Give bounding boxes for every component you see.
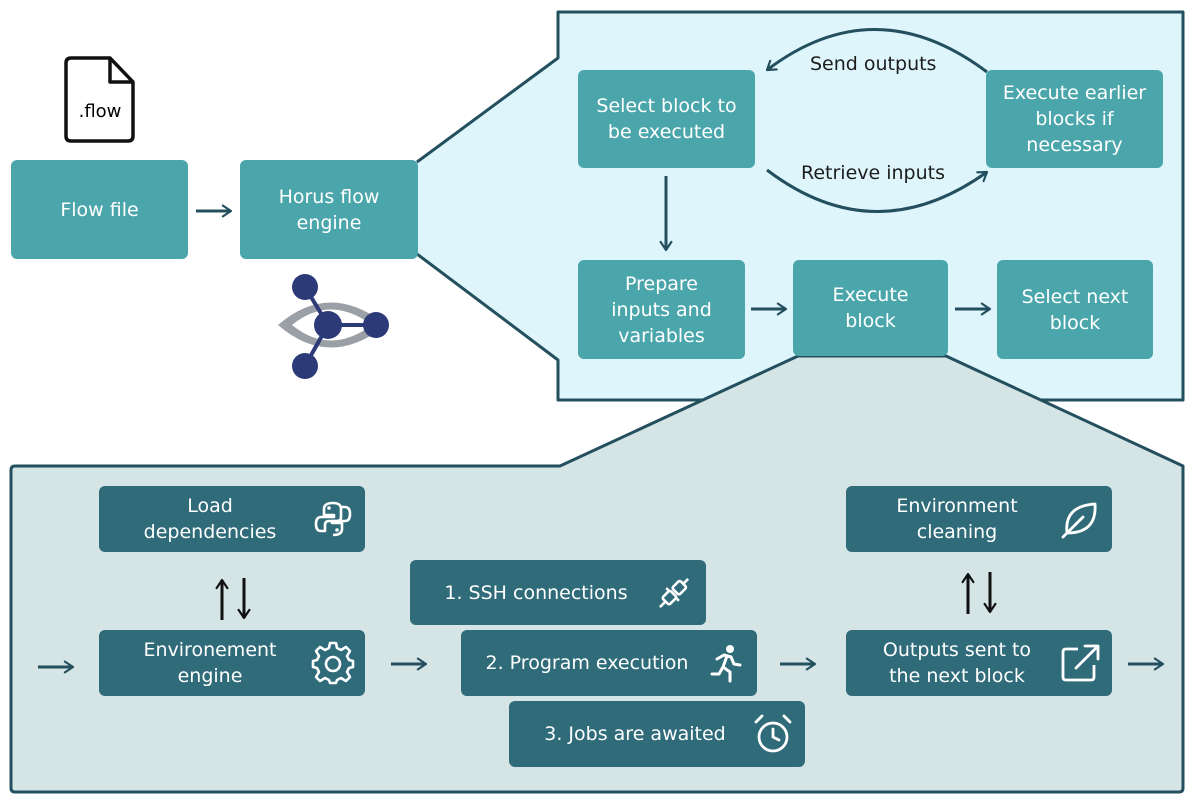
leaf-icon [1061, 502, 1097, 539]
execute-earlier-node[interactable]: Execute earlier blocks if necessary [986, 70, 1163, 168]
execute-block-node[interactable]: Execute block [793, 260, 948, 356]
environment-engine-node[interactable]: Environement engine [99, 630, 365, 696]
prepare-inputs-label: Prepare inputs and variables [611, 272, 712, 347]
alarm-clock-icon [754, 714, 792, 753]
retrieve-inputs-label: Retrieve inputs [801, 162, 946, 184]
external-link-icon [1061, 644, 1100, 682]
load-dependencies-label: Load dependencies [143, 495, 277, 543]
python-icon [314, 501, 352, 537]
select-block-label: Select block to be executed [596, 95, 737, 143]
ssh-connections-label: 1. SSH connections [444, 581, 628, 604]
program-execution-node[interactable]: 2. Program execution [461, 630, 757, 696]
prepare-inputs-node[interactable]: Prepare inputs and variables [578, 260, 745, 359]
load-dependencies-node[interactable]: Load dependencies [99, 486, 365, 552]
select-block-node[interactable]: Select block to be executed [578, 70, 755, 168]
horus-logo-icon [278, 274, 389, 379]
file-icon-fold [108, 58, 133, 84]
jobs-awaited-label: 3. Jobs are awaited [544, 723, 726, 745]
environment-cleaning-node[interactable]: Environment cleaning [846, 486, 1112, 552]
arrow-send-outputs [765, 28, 988, 74]
program-execution-label: 2. Program execution [485, 652, 689, 674]
gear-icon [311, 641, 355, 685]
jobs-awaited-node[interactable]: 3. Jobs are awaited [509, 701, 805, 767]
file-icon [64, 56, 135, 143]
environment-engine-label: Environement engine [143, 639, 277, 687]
send-outputs-label: Send outputs [810, 53, 937, 75]
select-next-block-label: Select next block [1021, 285, 1129, 334]
environment-cleaning-label: Environment cleaning [896, 495, 1018, 543]
ssh-connections-node[interactable]: 1. SSH connections [410, 560, 706, 625]
select-next-block-node[interactable]: Select next block [997, 260, 1153, 359]
arrow-retrieve-inputs [766, 168, 989, 213]
flow-file-label: Flow file [60, 198, 139, 221]
execute-earlier-label: Execute earlier blocks if necessary [1002, 82, 1147, 156]
outputs-sent-node[interactable]: Outputs sent to the next block [846, 630, 1112, 696]
file-extension-label: .flow [78, 101, 122, 122]
horus-flow-engine-label: Horus flow engine [278, 185, 380, 234]
flow-file-node[interactable]: Flow file [11, 160, 188, 259]
running-person-icon [710, 645, 742, 683]
execute-block-label: Execute block [832, 284, 909, 332]
outputs-sent-label: Outputs sent to the next block [882, 639, 1032, 687]
plug-icon [658, 577, 690, 608]
horus-flow-engine-node[interactable]: Horus flow engine [240, 160, 418, 259]
